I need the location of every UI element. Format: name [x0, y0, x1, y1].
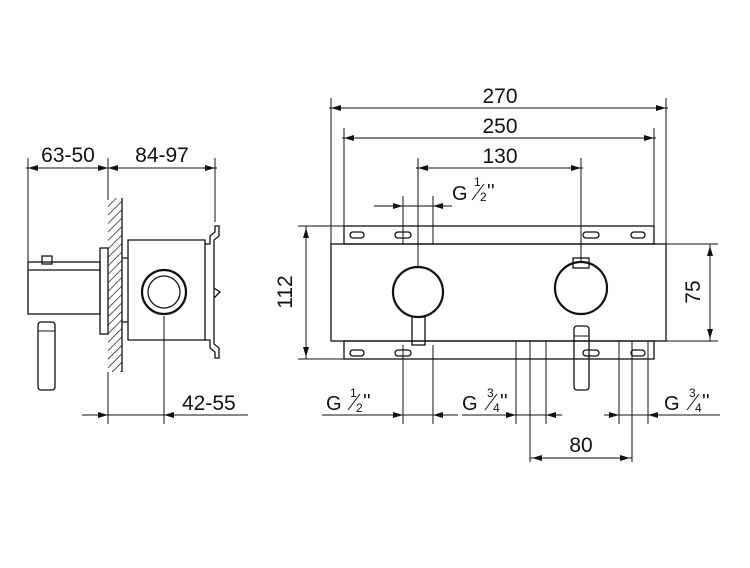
dim-270-lines	[329, 98, 668, 244]
dim-overall-width: 270	[482, 85, 517, 108]
side-top-dimensions	[26, 158, 217, 262]
thread-bottom-right-label: G 3 4 ''	[664, 386, 710, 415]
svg-text:'': ''	[363, 391, 371, 413]
bottom-extension-lines	[402, 341, 649, 462]
svg-text:'': ''	[702, 391, 710, 413]
dim-center-distance: 130	[482, 145, 517, 168]
side-bottom-dimension	[82, 316, 248, 424]
dim-overall-height: 112	[274, 275, 297, 308]
svg-text:G: G	[326, 393, 342, 415]
dim-bottom: 42-55	[182, 392, 236, 415]
right-lever	[553, 257, 609, 391]
thread-bottom-mid-label: G 3 4 ''	[462, 386, 508, 415]
mounting-flange-bottom	[343, 340, 655, 360]
svg-text:2: 2	[480, 190, 487, 204]
dim-outlet-spacing: 80	[569, 434, 592, 457]
dim-130-lines	[416, 158, 583, 268]
svg-text:1: 1	[350, 386, 357, 400]
mounting-flange-top	[343, 225, 655, 245]
side-view: 63-50 84-97	[26, 144, 248, 424]
front-view: 270 250 130 G 1	[274, 85, 720, 462]
handle-lever	[27, 247, 109, 391]
dim-80-lines	[530, 455, 632, 461]
dim-depth-left: 63-50	[41, 144, 95, 167]
thread-bottom-mid-dim	[462, 412, 562, 418]
svg-text:3: 3	[487, 386, 494, 400]
dim-plate-height: 75	[682, 280, 705, 303]
cover-plate	[330, 243, 667, 342]
dim-250-lines	[342, 128, 656, 226]
svg-text:G: G	[664, 393, 680, 415]
dim-75-lines	[666, 243, 718, 342]
svg-text:4: 4	[493, 401, 500, 415]
left-knob	[391, 265, 445, 346]
svg-text:'': ''	[500, 391, 508, 413]
thread-top-lines	[374, 196, 452, 244]
svg-text:'': ''	[487, 181, 495, 203]
thread-bottom-right-dim	[604, 412, 720, 418]
thread-bottom-left-label: G 1 2 ''	[326, 386, 371, 415]
concealed-body	[122, 225, 222, 359]
dim-depth-right: 84-97	[135, 144, 189, 167]
svg-text:4: 4	[695, 401, 702, 415]
thread-top-label: G 1 2 ''	[452, 175, 495, 205]
svg-text:3: 3	[689, 386, 696, 400]
wall-section	[108, 198, 123, 372]
dim-112-lines	[298, 225, 344, 360]
svg-text:G: G	[452, 183, 468, 205]
dim-plate-width: 250	[482, 115, 517, 138]
svg-text:2: 2	[356, 401, 363, 415]
svg-text:1: 1	[474, 175, 481, 189]
svg-text:G: G	[462, 393, 478, 415]
thread-bottom-left-dim	[322, 412, 458, 418]
